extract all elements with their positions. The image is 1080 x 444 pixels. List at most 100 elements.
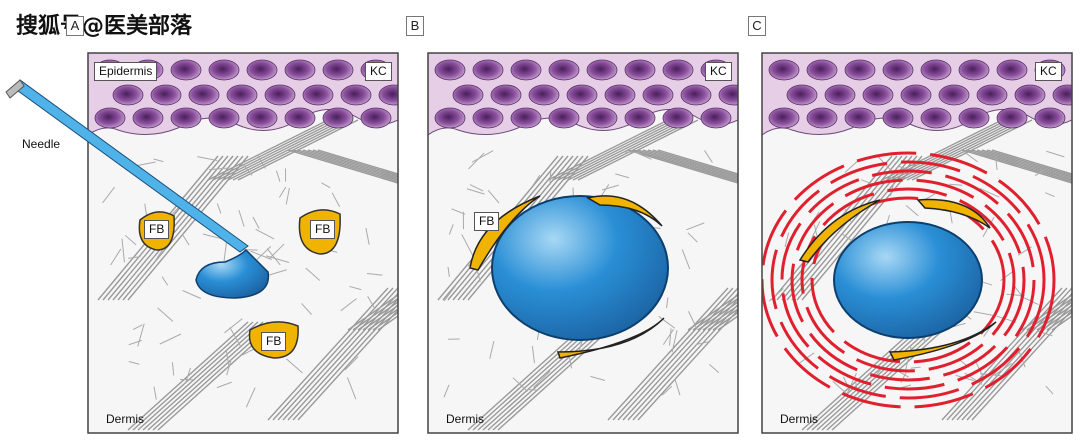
kc-label-c: KC xyxy=(1035,62,1062,81)
collagen-fiber xyxy=(860,179,873,185)
collagen-fiber xyxy=(552,119,674,181)
keratinocyte xyxy=(246,59,278,81)
keratinocyte xyxy=(680,84,712,106)
keratinocyte xyxy=(264,84,296,106)
collagen-fiber xyxy=(768,288,784,302)
collagen-fiber xyxy=(1017,347,1026,368)
collagen-fiber xyxy=(704,150,713,163)
collagen-fiber xyxy=(153,158,164,163)
collagen-fiber xyxy=(1046,150,1065,158)
filler-depot xyxy=(491,195,669,341)
collagen-fiber xyxy=(1046,311,1072,331)
fb-label-a1: FB xyxy=(144,220,170,239)
collagen-fiber xyxy=(110,248,122,266)
collagen-fiber xyxy=(121,238,125,263)
fibroblast-stretched xyxy=(469,195,541,271)
collagen-fiber xyxy=(709,364,720,374)
collagen-fiber xyxy=(255,228,275,240)
keratinocyte xyxy=(824,84,856,106)
keratinocyte xyxy=(996,59,1028,81)
fibroblast-stretched xyxy=(916,198,991,229)
collagen-fiber xyxy=(471,150,494,163)
collagen-fiber xyxy=(285,187,290,205)
collagen-fiber xyxy=(443,384,450,398)
needle-hub xyxy=(5,79,25,99)
collagen-fiber xyxy=(128,360,140,365)
collagen-fiber xyxy=(886,214,890,225)
collagen-fiber xyxy=(292,303,398,421)
keratinocyte xyxy=(226,84,258,106)
collagen-fiber xyxy=(301,303,312,315)
collagen-fiber xyxy=(961,297,1072,421)
collagen-fiber xyxy=(707,308,738,331)
keratinocyte xyxy=(1052,84,1072,106)
collagen-fiber xyxy=(962,150,978,163)
collagen-fiber xyxy=(979,187,1000,198)
collagen-fiber xyxy=(637,308,738,421)
keratinocyte xyxy=(434,107,466,129)
collagen-fiber xyxy=(349,285,362,291)
collagen-fiber xyxy=(615,173,630,179)
needle-label: Needle xyxy=(22,137,61,151)
collagen-fiber xyxy=(238,210,245,227)
collagen-fiber xyxy=(949,210,953,224)
collagen-fiber xyxy=(973,311,996,317)
collagen-fiber xyxy=(171,362,175,376)
collagen-fiber xyxy=(307,149,398,178)
dermis-label-b: Dermis xyxy=(446,412,484,426)
keratinocyte xyxy=(976,84,1008,106)
collagen-fiber xyxy=(287,149,398,184)
collagen-fiber xyxy=(590,375,606,381)
dermis-label-c: Dermis xyxy=(780,412,818,426)
keratinocyte xyxy=(528,84,560,106)
keratinocyte xyxy=(806,107,838,129)
collagen-fiber xyxy=(487,189,500,204)
new-collagen-band xyxy=(770,160,1046,400)
keratinocyte xyxy=(284,107,316,129)
collagen-fiber xyxy=(468,152,485,170)
keratinocyte xyxy=(188,84,220,106)
collagen-fiber xyxy=(642,149,738,180)
collagen-fiber xyxy=(662,329,674,345)
keratinocyte xyxy=(958,59,990,81)
collagen-fiber xyxy=(806,321,928,431)
collagen-fiber xyxy=(267,269,287,276)
collagen-fiber xyxy=(302,149,398,180)
keratinocyte xyxy=(806,59,838,81)
collagen-fiber xyxy=(1014,286,1023,297)
fibroblast-stretched xyxy=(586,195,663,227)
collagen-fiber xyxy=(128,256,141,259)
collagen-fiber xyxy=(966,149,1072,183)
collagen-fiber xyxy=(292,149,398,183)
collagen-fiber xyxy=(612,287,734,421)
collagen-fiber xyxy=(910,366,921,369)
keratinocyte xyxy=(510,59,542,81)
collagen-fiber xyxy=(658,315,676,329)
keratinocyte xyxy=(786,84,818,106)
keratinocyte xyxy=(604,84,636,106)
collagen-fiber xyxy=(297,308,398,421)
collagen-fiber xyxy=(991,149,1072,175)
collagen-fiber xyxy=(1045,385,1054,395)
keratinocyte xyxy=(624,59,656,81)
collagen-fiber xyxy=(688,311,698,330)
panel-a xyxy=(88,53,398,433)
collagen-fiber xyxy=(250,250,272,260)
collagen-fiber xyxy=(622,292,738,421)
panel-c-label: C xyxy=(748,16,766,36)
filler-droplet-small xyxy=(195,248,270,299)
collagen-fiber xyxy=(367,272,383,276)
keratinocyte xyxy=(844,107,876,129)
collagen-fiber xyxy=(268,243,285,260)
collagen-fiber xyxy=(285,358,303,374)
collagen-fiber xyxy=(568,357,573,369)
keratinocyte xyxy=(718,84,738,106)
collagen-fiber xyxy=(157,307,174,322)
keratinocyte xyxy=(208,107,240,129)
keratinocyte xyxy=(624,107,656,129)
collagen-fiber xyxy=(276,170,281,182)
collagen-fiber xyxy=(245,387,256,408)
collagen-fiber xyxy=(216,381,232,389)
collagen-fiber xyxy=(905,204,919,216)
keratinocyte xyxy=(472,59,504,81)
